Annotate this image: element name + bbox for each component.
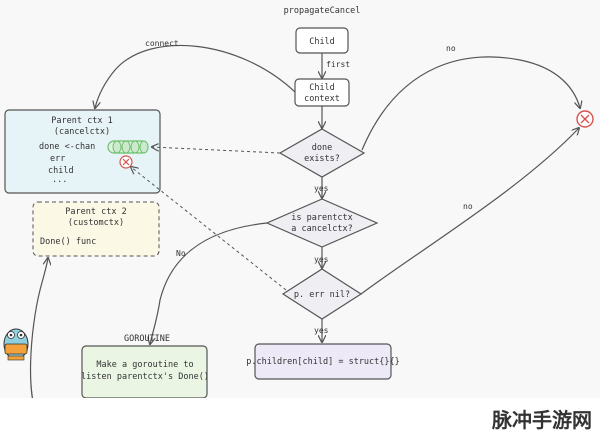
diagram-title: propagateCancel: [284, 6, 361, 16]
edge-dashed-err: [131, 167, 287, 291]
is-parentctx-label-2: a cancelctx?: [291, 224, 352, 234]
children-assign-box: [254, 343, 392, 380]
child-context-label-1: Child: [309, 83, 335, 93]
channel-icon: [107, 140, 149, 154]
parent-ctx2-box: [32, 201, 160, 257]
cancel-x-mark: [580, 114, 590, 124]
watermark: 脉冲手游网: [491, 408, 592, 432]
edge-yes-3-label: yes: [314, 326, 329, 335]
goroutine-line-2: listen parentctx's Done(): [81, 372, 209, 382]
bottom-band: [0, 398, 600, 439]
children-assign-label: p.children[child] = struct{}{}: [246, 357, 400, 367]
done-exists-diamond: [278, 128, 366, 178]
edge-no-left: [150, 222, 268, 344]
is-parentctx-label-1: is parentctx: [291, 213, 352, 223]
edge-first-label: first: [326, 60, 350, 69]
parent-ctx1-err: err: [50, 154, 65, 164]
parent-ctx2-title-1: Parent ctx 2: [65, 207, 126, 217]
goroutine-line-1: Make a goroutine to: [96, 360, 193, 370]
perr-nil-label: p. err nil?: [294, 290, 350, 300]
parent-ctx1-box: [4, 109, 161, 194]
child-context-label-2: context: [304, 94, 340, 104]
edge-no-top-label: no: [446, 44, 456, 53]
edge-dashed-done: [152, 147, 281, 154]
done-exists-label-1: done: [312, 143, 332, 153]
parent-ctx1-title-2: (cancelctx): [54, 127, 110, 137]
edge-yes-2-label: yes: [314, 255, 329, 264]
edge-no-top: [361, 56, 580, 151]
parent-ctx2-done-func: Done() func: [40, 237, 96, 247]
gopher-mascot-icon: [3, 328, 29, 361]
edge-connect-label: connect: [145, 39, 179, 48]
parent-ctx1-ellipsis: ...: [52, 175, 67, 185]
child-label: Child: [309, 37, 335, 47]
parent-ctx1-child: child: [48, 166, 74, 176]
edge-no-mid-label: no: [463, 202, 473, 211]
edge-no-mid: [360, 128, 579, 295]
parent-ctx1-title-1: Parent ctx 1: [51, 116, 112, 126]
edge-connect: [95, 44, 296, 108]
is-parentctx-diamond: [265, 198, 379, 248]
parent-ctx2-title-2: (customctx): [68, 218, 124, 228]
parent-cancel-x-mark: [122, 158, 130, 166]
edge-no-left-label: No: [176, 249, 186, 258]
goroutine-title: GOROUTINE: [124, 334, 170, 344]
parent-ctx1-done: done <-chan: [39, 142, 95, 152]
edge-yes-1-label: yes: [314, 184, 329, 193]
done-exists-label-2: exists?: [304, 154, 340, 164]
